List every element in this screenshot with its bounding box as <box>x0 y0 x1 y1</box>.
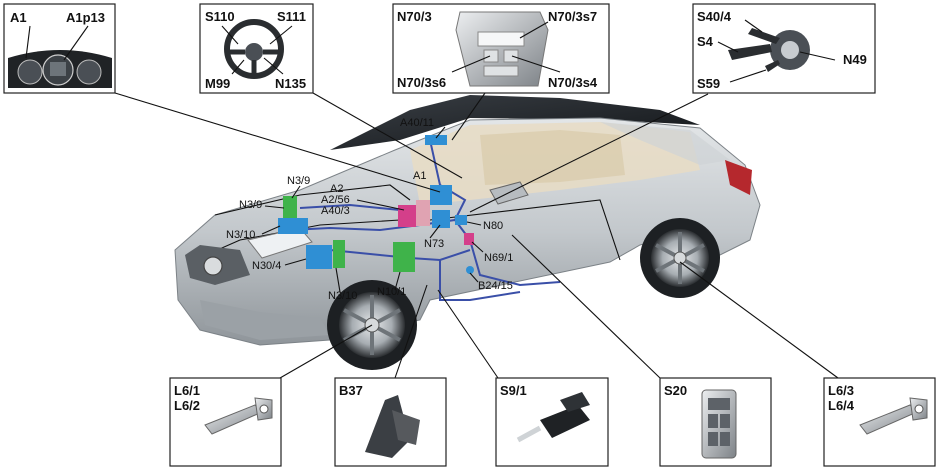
label-b24-15: B24/15 <box>478 280 513 292</box>
label-l6-3: L6/3 <box>828 383 854 398</box>
label-a2-56: A2/56 <box>321 194 350 206</box>
label-a1p13: A1p13 <box>66 10 105 25</box>
label-n69-1: N69/1 <box>484 252 513 264</box>
module-n3-9 <box>283 196 297 218</box>
label-n3-9: N3/9 <box>239 199 262 211</box>
module-n73 <box>432 210 450 228</box>
inset-instrument-cluster: A1 A1p13 <box>3 3 116 94</box>
label-n49: N49 <box>843 52 867 67</box>
inset-steering-wheel: S110 S111 M99 N135 <box>199 3 314 94</box>
label-a40-3: A40/3 <box>321 205 350 217</box>
label-s20: S20 <box>664 383 687 398</box>
inset-column-switches: S40/4 S4 N49 S59 <box>692 3 876 94</box>
label-n3-9-top: N3/9 <box>287 175 310 187</box>
label-m99: M99 <box>205 76 230 91</box>
label-l6-1: L6/1 <box>174 383 200 398</box>
label-s4: S4 <box>697 34 714 49</box>
label-l6-2: L6/2 <box>174 398 200 413</box>
inset-accelerator-pedal: B37 <box>334 377 447 467</box>
module-n30-4 <box>306 245 332 269</box>
control-modules <box>278 135 474 274</box>
label-s59: S59 <box>697 76 720 91</box>
label-a1: A1 <box>413 170 426 182</box>
inset-window-switch: S20 <box>659 377 772 467</box>
label-n70-3s7: N70/3s7 <box>548 9 597 24</box>
module-a40-11 <box>425 135 447 145</box>
label-n135: N135 <box>275 76 306 91</box>
label-n73: N73 <box>424 238 444 250</box>
label-a40-11: A40/11 <box>400 117 434 129</box>
module-a1 <box>430 185 452 205</box>
label-a2: A2 <box>330 183 343 195</box>
module-n69-1 <box>464 233 474 245</box>
module-a2 <box>398 205 416 227</box>
label-n70-3: N70/3 <box>397 9 432 24</box>
module-b24-15 <box>466 266 474 274</box>
label-l6-4: L6/4 <box>828 398 855 413</box>
car-illustration <box>174 95 761 370</box>
label-n3-10: N3/10 <box>328 290 357 302</box>
car-labels: A40/11 N3/9 N3/9 A2 A2/56 A40/3 A1 N73 N… <box>226 117 513 302</box>
module-n3-10-left <box>278 218 308 234</box>
module-n80 <box>455 215 467 225</box>
inset-brake-light-switch: S9/1 <box>495 377 609 467</box>
module-n10-1 <box>393 242 415 272</box>
module-n3-10 <box>333 240 345 268</box>
inset-front-wheel-sensor: L6/1 L6/2 <box>169 377 282 467</box>
module-a40-3 <box>416 200 430 226</box>
label-b37: B37 <box>339 383 363 398</box>
label-s110: S110 <box>205 9 235 24</box>
label-a1-cluster: A1 <box>10 10 27 25</box>
label-n10-1: N10/1 <box>377 286 406 298</box>
leader-lines <box>114 92 839 379</box>
label-n30-4: N30/4 <box>252 260 281 272</box>
label-n70-3s6: N70/3s6 <box>397 75 446 90</box>
inset-rear-wheel-sensor: L6/3 L6/4 <box>823 377 936 467</box>
inset-overhead-panel: N70/3 N70/3s7 N70/3s6 N70/3s4 <box>392 3 610 94</box>
label-n70-3s4: N70/3s4 <box>548 75 598 90</box>
label-n3-10-left: N3/10 <box>226 229 255 241</box>
label-n80: N80 <box>483 220 503 232</box>
label-s9-1: S9/1 <box>500 383 527 398</box>
label-s40-4: S40/4 <box>697 9 732 24</box>
label-s111: S111 <box>277 9 306 24</box>
